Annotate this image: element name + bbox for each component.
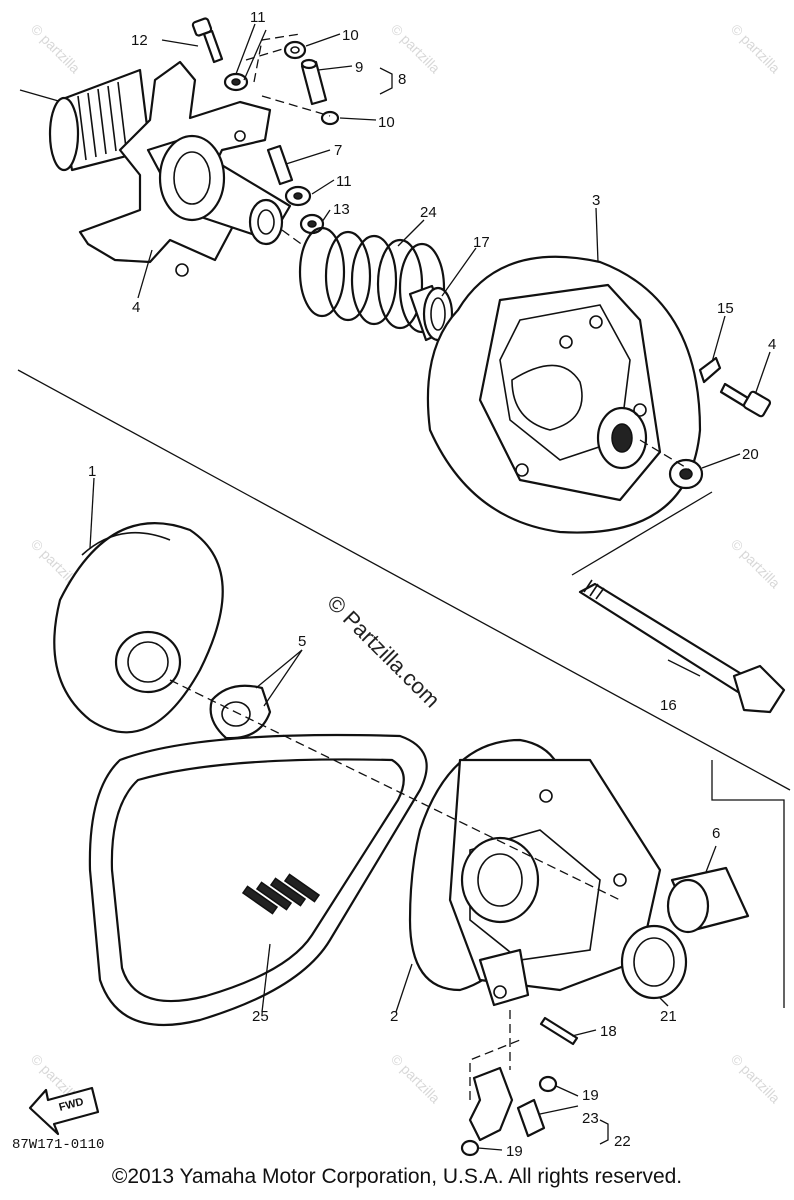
part-10-washer (320, 110, 340, 126)
part-12-bolt (191, 17, 224, 64)
callout-17: 17 (473, 234, 490, 251)
callout-4: 4 (768, 336, 776, 353)
leader-lines (89, 23, 771, 1151)
part-4-spider-shaft (48, 60, 292, 277)
part-19-washer (460, 1139, 480, 1157)
callout-10: 10 (378, 114, 395, 131)
callout-19: 19 (582, 1087, 599, 1104)
callout-16: 16 (660, 697, 677, 714)
part-21-seal (620, 924, 688, 1000)
callout-10: 10 (342, 27, 359, 44)
callout-20: 20 (742, 446, 759, 463)
part-25-v-belt (88, 733, 428, 1027)
explosion-axes (169, 33, 691, 1100)
part-16-long-bolt (578, 579, 786, 714)
callout-6: 6 (712, 825, 720, 842)
callout-13: 13 (333, 201, 350, 218)
watermark: © partzilla (388, 1051, 444, 1107)
part-4-bolt (719, 382, 772, 418)
callout-19: 19 (506, 1143, 523, 1160)
callout-3: 3 (592, 192, 600, 209)
callout-labels: 12 11 10 9 8 10 7 11 13 24 17 3 15 4 20 … (88, 9, 776, 1160)
callout-18: 18 (600, 1023, 617, 1040)
assembly-boundary-line (711, 760, 785, 1008)
callout-5: 5 (298, 633, 306, 650)
callout-21: 21 (660, 1008, 677, 1025)
part-3-cover (426, 255, 702, 534)
callout-8: 8 (398, 71, 406, 88)
watermark: © partzilla (728, 1051, 784, 1107)
watermark: © partzilla (728, 536, 784, 592)
part-20-bushing (668, 458, 704, 490)
part-5-slider (209, 684, 272, 740)
callout-23: 23 (582, 1110, 599, 1127)
callout-22: 22 (614, 1133, 631, 1150)
diagram-reference-code: 87W171-0110 (12, 1137, 105, 1153)
part-15-lock-washer (698, 356, 722, 384)
part-22-weight-arm (468, 1066, 514, 1142)
part-6-bushing (666, 866, 750, 934)
fwd-arrow-icon: FWD (28, 1086, 100, 1136)
callout-11: 11 (250, 9, 266, 26)
part-18-pin (539, 1016, 579, 1046)
callout-15: 15 (717, 300, 734, 317)
part-10-washer (283, 40, 307, 60)
copyright-notice: ©2013 Yamaha Motor Corporation, U.S.A. A… (111, 1165, 683, 1188)
watermark: © partzilla (728, 21, 784, 77)
callout-7: 7 (334, 142, 342, 159)
part-24-spring (298, 226, 446, 334)
callout-1: 1 (88, 463, 96, 480)
watermark: © partzilla (28, 21, 84, 77)
part-19-washer (538, 1075, 558, 1093)
callout-4: 4 (132, 299, 140, 316)
watermark: © partzilla (388, 21, 444, 77)
callout-25: 25 (252, 1008, 269, 1025)
callout-12: 12 (131, 32, 148, 49)
part-1-sheave-disc (53, 522, 224, 734)
bolt-16-guide-line (571, 491, 713, 576)
part-23-roller (516, 1098, 546, 1138)
part-2-clutch-housing (408, 738, 662, 1007)
callout-9: 9 (355, 59, 363, 76)
callout-24: 24 (420, 204, 437, 221)
callout-11: 11 (336, 173, 352, 190)
assembly-boundary-line (17, 369, 791, 791)
callout-2: 2 (390, 1008, 398, 1025)
part-7-pin (266, 144, 294, 186)
